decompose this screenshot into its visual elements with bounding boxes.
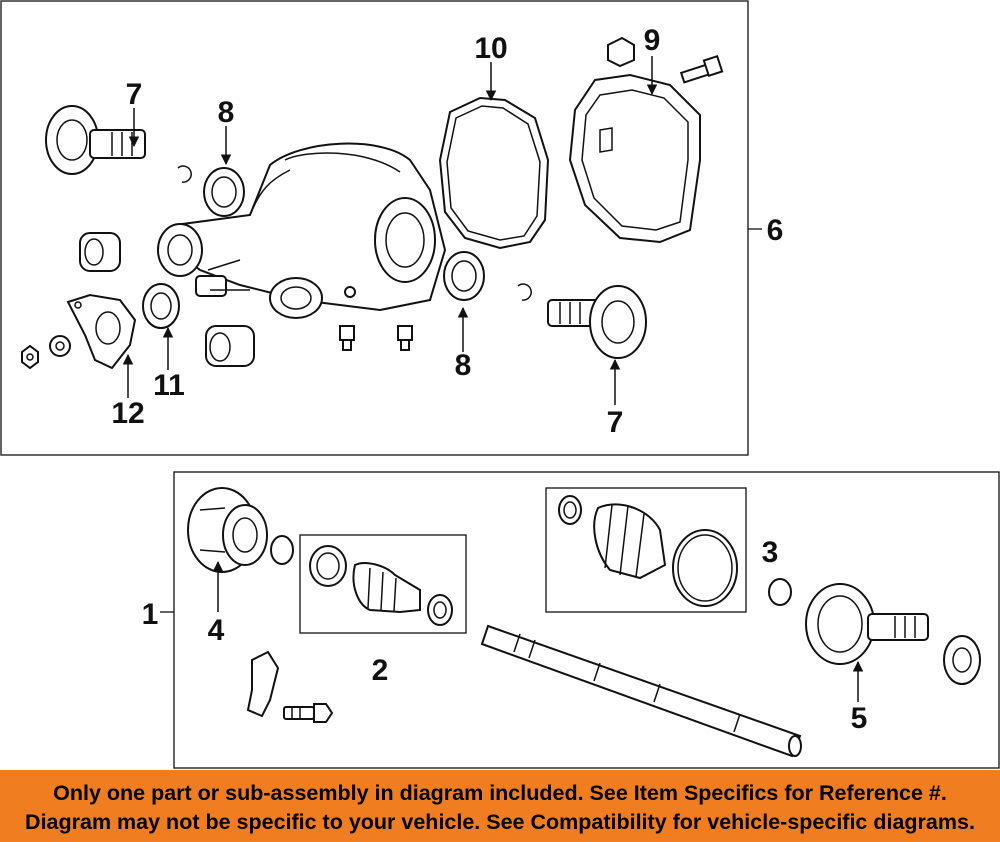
cover-bolt bbox=[679, 54, 724, 84]
retaining-bracket bbox=[246, 650, 280, 718]
cover-nut bbox=[607, 36, 635, 68]
disclaimer-banner: Only one part or sub-assembly in diagram… bbox=[0, 770, 1000, 842]
callout-3: 3 bbox=[762, 536, 779, 569]
inner-cv-joint-housing bbox=[187, 487, 268, 573]
axle-shaft bbox=[480, 624, 802, 758]
differential-assembly-frame bbox=[0, 0, 749, 456]
mount-bushing-lower bbox=[205, 325, 255, 367]
half-shaft-assembly-frame bbox=[173, 471, 1000, 769]
pinion-washer bbox=[49, 335, 71, 357]
drain-plug bbox=[339, 325, 355, 351]
callout-7-left: 7 bbox=[126, 78, 143, 111]
snap-ring-right bbox=[517, 283, 532, 301]
bracket-bolt bbox=[283, 703, 334, 723]
pinion-flange bbox=[66, 293, 137, 370]
callout-10: 10 bbox=[474, 32, 507, 65]
outer-joint-clip bbox=[768, 578, 792, 606]
callout-11: 11 bbox=[153, 369, 185, 402]
outer-joint-washer bbox=[943, 635, 981, 685]
callout-12: 12 bbox=[111, 397, 144, 430]
callout-7-right: 7 bbox=[607, 406, 624, 439]
cover-gasket bbox=[438, 96, 550, 250]
pinion-nut bbox=[21, 344, 39, 370]
disclaimer-line-1: Only one part or sub-assembly in diagram… bbox=[53, 781, 947, 805]
snap-ring-left bbox=[177, 165, 192, 183]
disclaimer-line-2: Diagram may not be specific to your vehi… bbox=[25, 810, 975, 834]
callout-5: 5 bbox=[851, 702, 868, 735]
callout-4: 4 bbox=[208, 614, 225, 647]
mount-bushing-upper bbox=[79, 232, 121, 272]
callout-1: 1 bbox=[142, 598, 159, 631]
inner-boot-kit bbox=[309, 545, 453, 626]
outer-cv-joint bbox=[805, 583, 929, 665]
fill-plug bbox=[397, 325, 413, 351]
inner-boot-kit-frame bbox=[299, 534, 467, 634]
parts-diagram: 1 2 3 4 5 6 7 7 8 8 9 10 11 12 bbox=[0, 0, 1000, 769]
callout-8-right: 8 bbox=[455, 349, 472, 382]
callout-6: 6 bbox=[767, 214, 784, 247]
pinion-seal bbox=[142, 283, 180, 329]
outer-boot-kit-frame bbox=[545, 487, 747, 613]
differential-cover bbox=[568, 73, 701, 244]
output-flange-right bbox=[547, 285, 647, 359]
callout-9: 9 bbox=[644, 24, 661, 57]
differential-housing bbox=[157, 142, 447, 319]
axle-seal-left bbox=[203, 167, 245, 217]
output-flange-left bbox=[45, 105, 146, 175]
callout-8-left: 8 bbox=[218, 96, 235, 129]
axle-seal-right bbox=[443, 251, 485, 301]
inner-joint-clip bbox=[270, 535, 294, 565]
outer-boot-kit bbox=[558, 495, 738, 607]
callout-2: 2 bbox=[372, 654, 389, 687]
